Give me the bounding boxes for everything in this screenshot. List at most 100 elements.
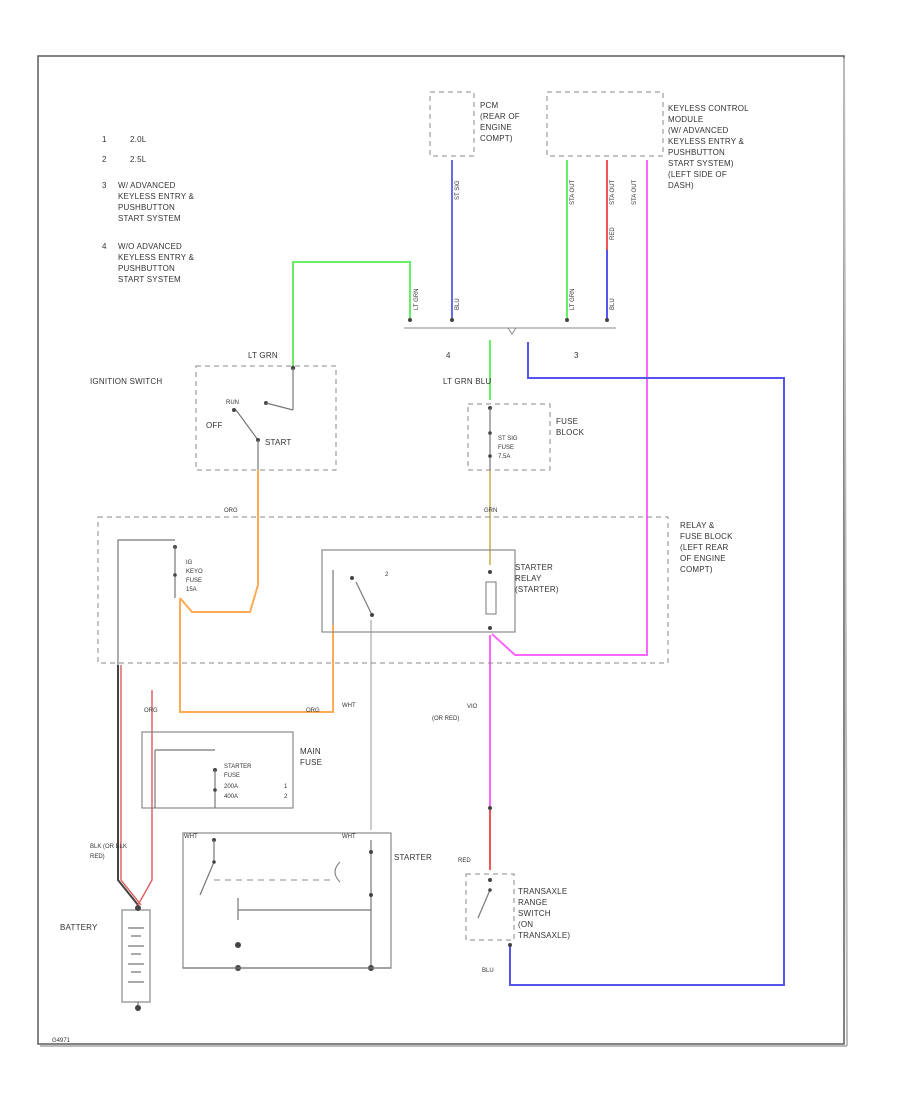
vio-red-splice xyxy=(488,806,492,810)
svg-text:(LEFT REAR: (LEFT REAR xyxy=(680,543,729,552)
svg-text:KEYO: KEYO xyxy=(186,569,203,575)
wire-label-or-red: (OR RED) xyxy=(432,716,459,722)
fuse-node xyxy=(488,431,492,435)
svg-text:RANGE: RANGE xyxy=(518,898,547,907)
wire-org-ignition xyxy=(179,470,259,613)
wire-label-red-tr: RED xyxy=(458,858,471,864)
svg-text:IG: IG xyxy=(186,560,193,566)
svg-text:RELAY: RELAY xyxy=(515,574,542,583)
svg-text:2.5L: 2.5L xyxy=(130,155,147,164)
svg-text:PUSHBUTTON: PUSHBUTTON xyxy=(118,264,175,273)
svg-text:ENGINE: ENGINE xyxy=(480,123,512,132)
tr-switch-output xyxy=(508,943,512,947)
svg-text:FUSE: FUSE xyxy=(186,578,202,584)
wire-label-kcm-terminal: STA OUT xyxy=(570,179,576,205)
svg-text:ST SIG: ST SIG xyxy=(498,436,518,442)
svg-text:PUSHBUTTON: PUSHBUTTON xyxy=(118,203,175,212)
starter-node xyxy=(369,850,373,854)
svg-text:(ON: (ON xyxy=(518,920,533,929)
tr-switch-box xyxy=(465,873,515,941)
starter-fuse-label: STARTER FUSE 200A 400A 1 2 xyxy=(224,764,288,800)
svg-text:W/O ADVANCED: W/O ADVANCED xyxy=(118,242,182,251)
kcm-label: KEYLESS CONTROL MODULE (W/ ADVANCED KEYL… xyxy=(668,104,749,190)
svg-text:PCM: PCM xyxy=(480,101,499,110)
starter-relay-box xyxy=(321,549,516,633)
svg-text:FUSE: FUSE xyxy=(498,445,514,451)
starter-solenoid-coil xyxy=(334,861,341,883)
connector-note-right: 3 xyxy=(574,351,579,360)
wire-label-blu-tr: BLU xyxy=(482,968,494,974)
svg-text:MODULE: MODULE xyxy=(668,115,703,124)
ig-fuse-label: IG KEYO FUSE 15A xyxy=(186,560,203,593)
wire-label-grn-top: GRN xyxy=(484,508,497,514)
starter-node xyxy=(212,860,216,864)
tr-switch-label: TRANSAXLE RANGE SWITCH (ON TRANSAXLE) xyxy=(518,887,570,940)
wire-blu-tr-switch xyxy=(509,342,785,986)
ignition-start-label: START xyxy=(265,438,291,447)
svg-text:(W/ ADVANCED: (W/ ADVANCED xyxy=(668,126,729,135)
wire-label-red: RED xyxy=(610,227,616,240)
battery-wire-label: BLK (OR BLK RED) xyxy=(90,844,127,860)
ignition-switch-box xyxy=(195,365,337,471)
battery-ground xyxy=(135,1005,141,1011)
diagram-code: G4971 xyxy=(52,1038,71,1044)
svg-text:DASH): DASH) xyxy=(668,181,694,190)
frame-shadow xyxy=(843,57,848,1047)
battery-cell-stack xyxy=(121,909,151,1003)
svg-text:MAIN: MAIN xyxy=(300,747,321,756)
svg-text:2.0L: 2.0L xyxy=(130,135,147,144)
ignition-off-contact xyxy=(232,408,236,412)
svg-text:KEYLESS ENTRY &: KEYLESS ENTRY & xyxy=(118,253,195,262)
connector-pin xyxy=(565,318,569,322)
fuse-block-box xyxy=(467,403,551,471)
wire-red-battery xyxy=(120,665,142,906)
pcm-label: PCM (REAR OF ENGINE COMPT) xyxy=(480,101,520,143)
kcm-box xyxy=(546,91,664,157)
connector-note-left: 4 xyxy=(446,351,451,360)
ignition-wire-label: LT GRN xyxy=(248,351,278,360)
connector-pin xyxy=(605,318,609,322)
svg-text:FUSE: FUSE xyxy=(300,758,322,767)
starter-ground xyxy=(235,942,241,948)
st-sig-fuse-label: ST SIG FUSE 7.5A xyxy=(498,436,518,460)
svg-text:KEYLESS CONTROL: KEYLESS CONTROL xyxy=(668,104,749,113)
svg-text:KEYLESS ENTRY &: KEYLESS ENTRY & xyxy=(668,137,745,146)
wire-label-lt-grn-2: LT GRN xyxy=(570,289,576,310)
tr-switch-terminal xyxy=(488,878,492,882)
main-fuse-box xyxy=(141,731,294,809)
svg-text:(REAR OF: (REAR OF xyxy=(480,112,520,121)
svg-text:BLK (OR BLK: BLK (OR BLK xyxy=(90,844,127,850)
relay-pivot xyxy=(370,613,374,617)
svg-text:4: 4 xyxy=(102,242,107,251)
svg-text:FUSE: FUSE xyxy=(556,417,578,426)
svg-text:FUSE: FUSE xyxy=(224,773,240,779)
wire-vio-kcm xyxy=(491,160,648,656)
svg-text:(STARTER): (STARTER) xyxy=(515,585,559,594)
ignition-lever xyxy=(235,409,259,441)
svg-text:7.5A: 7.5A xyxy=(498,454,510,460)
svg-text:TRANSAXLE: TRANSAXLE xyxy=(518,887,567,896)
battery-label: BATTERY xyxy=(60,923,98,932)
wire-label-wht: WHT xyxy=(342,703,356,709)
wire-label-org-bottom-right: ORG xyxy=(306,708,320,714)
connector-pin xyxy=(450,318,454,322)
wire-red-battery-2 xyxy=(137,690,153,906)
wire-label-wht-starter-right: WHT xyxy=(342,834,356,840)
wire-label-vio: VIO xyxy=(467,704,478,710)
wire-label-org-top: ORG xyxy=(224,508,238,514)
connector-tick xyxy=(507,327,517,335)
svg-text:1: 1 xyxy=(284,784,288,790)
relay-switch-arm xyxy=(355,581,373,616)
svg-text:W/ ADVANCED: W/ ADVANCED xyxy=(118,181,176,190)
svg-text:STARTER: STARTER xyxy=(515,563,553,572)
svg-text:RED): RED) xyxy=(90,854,105,860)
ignition-off-label: OFF xyxy=(206,421,223,430)
wire-label-blu-2: BLU xyxy=(610,298,616,310)
svg-text:(LEFT SIDE OF: (LEFT SIDE OF xyxy=(668,170,727,179)
ignition-run-label: RUN xyxy=(226,400,239,406)
wire-gray-battery-feed xyxy=(117,539,175,665)
wire-label-pcm-terminal: ST SIG xyxy=(455,180,461,200)
wire-label-blu: BLU xyxy=(455,298,461,310)
